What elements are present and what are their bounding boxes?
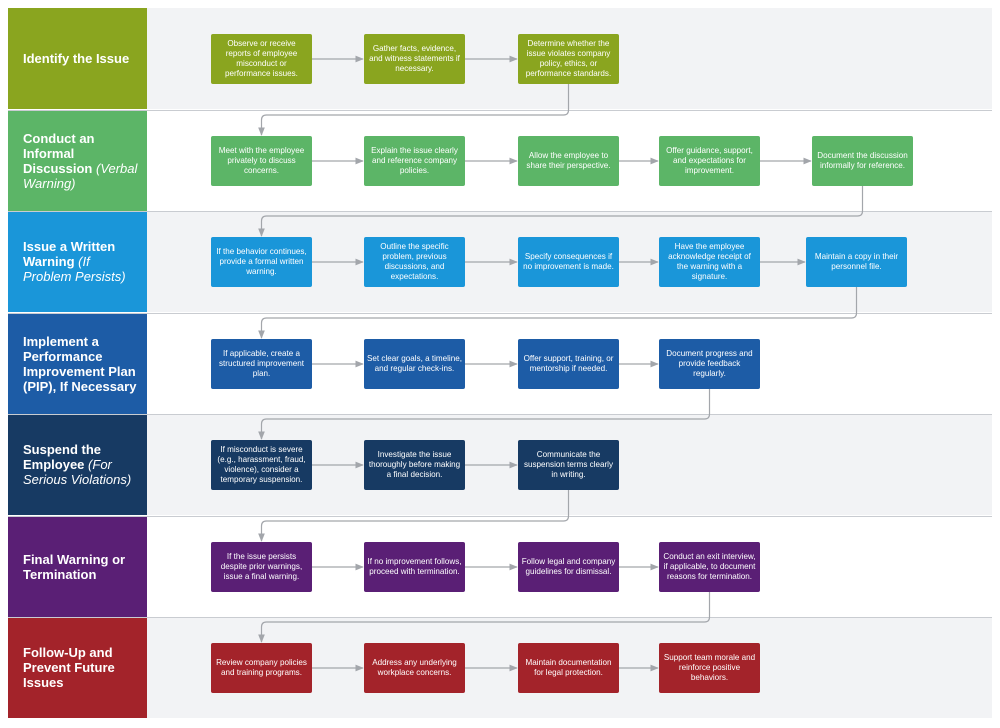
step-box-6-4: Conduct an exit interview, if applicable… [659,542,760,592]
lane-title: Final Warning or Termination [23,551,126,582]
step-box-3-3: Specify consequences if no improvement i… [518,237,619,287]
step-box-4-1: If applicable, create a structured impro… [211,339,312,389]
step-box-6-1: If the issue persists despite prior warn… [211,542,312,592]
step-box-3-2: Outline the specific problem, previous d… [364,237,465,287]
lane-title: Conduct an Informal Discussion [23,130,95,176]
lane-1-label: Identify the Issue [8,8,147,109]
lane-link-5 [258,490,570,542]
lane-title: Issue a Written Warning [23,239,116,269]
lane-separator [8,617,992,618]
step-box-1-2: Gather facts, evidence, and witness stat… [364,34,465,84]
lane-subtitle: (For Serious Violations) [23,457,132,487]
step-box-7-4: Support team morale and reinforce positi… [659,643,760,693]
step-box-7-2: Address any underlying workplace concern… [364,643,465,693]
step-box-5-1: If misconduct is severe (e.g., harassmen… [211,440,312,490]
step-box-3-5: Maintain a copy in their personnel file. [806,237,907,287]
lane-separator [8,313,992,314]
lane-separator [8,414,992,415]
step-box-3-1: If the behavior continues, provide a for… [211,237,312,287]
step-box-4-4: Document progress and provide feedback r… [659,339,760,389]
step-box-6-2: If no improvement follows, proceed with … [364,542,465,592]
lane-separator [8,516,992,517]
lane-subtitle: (If Problem Persists) [23,254,126,284]
step-box-3-4: Have the employee acknowledge receipt of… [659,237,760,287]
lane-link-1 [258,84,570,136]
lane-link-3 [258,287,858,339]
lane-link-6 [258,592,711,643]
step-box-2-3: Allow the employee to share their perspe… [518,136,619,186]
step-box-2-1: Meet with the employee privately to disc… [211,136,312,186]
step-box-2-2: Explain the issue clearly and reference … [364,136,465,186]
step-box-7-1: Review company policies and training pro… [211,643,312,693]
step-box-4-2: Set clear goals, a timeline, and regular… [364,339,465,389]
lane-5-label: Suspend the Employee (For Serious Violat… [8,414,147,515]
lane-4-label: Implement a Performance Improvement Plan… [8,313,147,414]
lane-6-label: Final Warning or Termination [8,516,147,617]
lane-separator [8,211,992,212]
lane-title: Implement a Performance Improvement Plan… [23,333,137,394]
lane-subtitle: (Verbal Warning) [23,160,138,191]
step-box-6-3: Follow legal and company guidelines for … [518,542,619,592]
lane-7-label: Follow-Up and Prevent Future Issues [8,617,147,718]
step-box-2-4: Offer guidance, support, and expectation… [659,136,760,186]
lane-link-2 [258,186,864,237]
step-box-7-3: Maintain documentation for legal protect… [518,643,619,693]
step-box-2-5: Document the discussion informally for r… [812,136,913,186]
lane-title: Suspend the Employee [23,442,102,472]
step-box-5-2: Investigate the issue thoroughly before … [364,440,465,490]
lane-link-4 [258,389,711,440]
step-box-5-3: Communicate the suspension terms clearly… [518,440,619,490]
step-box-4-3: Offer support, training, or mentorship i… [518,339,619,389]
lane-title: Follow-Up and Prevent Future Issues [23,645,115,690]
lane-2-label: Conduct an Informal Discussion (Verbal W… [8,110,147,211]
step-box-1-3: Determine whether the issue violates com… [518,34,619,84]
step-box-1-1: Observe or receive reports of employee m… [211,34,312,84]
lane-separator [8,110,992,111]
lane-3-label: Issue a Written Warning (If Problem Pers… [8,211,147,312]
lane-title: Identify the Issue [23,51,130,66]
